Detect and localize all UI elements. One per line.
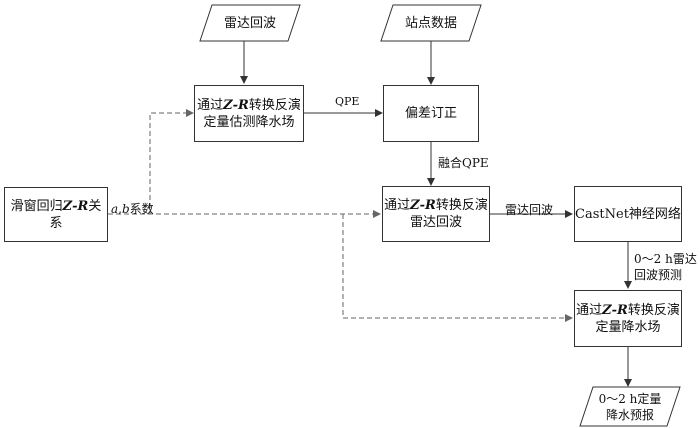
- zr-qpe-text-prefix: 通过: [197, 97, 224, 113]
- station-data-input-label: 站点数据: [404, 15, 457, 31]
- zr-forecast-text-zr: Z-R: [602, 302, 628, 318]
- forecast-output-label: 0～2 h定量 降水预报: [598, 391, 662, 422]
- edge-label-fused-qpe: 融合QPE: [438, 156, 489, 170]
- castnet-label: CastNet神经网络: [575, 206, 681, 222]
- radar-echo-input: 雷达回波: [200, 5, 300, 41]
- zr-forecast-text-line2: 定量降水场: [595, 319, 661, 335]
- zr-forecast-box: 通过Z-R转换反演 定量降水场: [574, 290, 682, 347]
- sliding-text-zr: Z-R: [62, 198, 89, 214]
- zr-qpe-text-line2: 定量估测降水场: [203, 114, 295, 130]
- zr-forecast-text-prefix: 通过: [576, 302, 603, 318]
- zr-qpe-text-suffix: 转换反演: [248, 97, 301, 113]
- forecast-output: 0～2 h定量 降水预报: [582, 387, 678, 426]
- edge-label-echo-forecast: 0～2 h雷达 回波预测: [634, 252, 697, 282]
- zr-echo-text-suffix: 转换反演: [435, 198, 488, 213]
- edge-label-b: b: [121, 202, 130, 216]
- sliding-text-prefix: 滑窗回归: [10, 198, 63, 214]
- edge-sliding-to-zrforecast-dashed: [342, 214, 573, 322]
- edge-label-a: a: [111, 202, 119, 216]
- bias-correction-box: 偏差订正: [383, 85, 479, 142]
- zr-qpe-text-zr: Z-R: [223, 97, 249, 113]
- station-data-input: 站点数据: [381, 5, 481, 41]
- zr-echo-text-prefix: 通过: [384, 198, 411, 213]
- bias-correction-label: 偏差订正: [404, 106, 457, 121]
- zr-echo-box: 通过Z-R转换反演 雷达回波: [382, 186, 490, 242]
- edge-label-ab-coefficients: a,b系数: [111, 200, 154, 217]
- sliding-text-suffix: 关系: [49, 198, 102, 231]
- edge-label-qpe: QPE: [335, 95, 360, 108]
- zr-echo-text-line2: 雷达回波: [409, 215, 462, 230]
- radar-echo-input-shape: [199, 4, 301, 42]
- zr-echo-text-zr: Z-R: [410, 198, 436, 213]
- zr-forecast-text-suffix: 转换反演: [627, 302, 680, 318]
- edge-label-comma: ,: [118, 202, 122, 216]
- radar-echo-input-label: 雷达回波: [223, 15, 276, 31]
- edge-label-radar-echo: 雷达回波: [505, 203, 554, 217]
- edge-sliding-to-zrqpe-dashed: [108, 109, 194, 215]
- station-data-input-shape: [380, 4, 482, 42]
- zr-qpe-box: 通过Z-R转换反演 定量估测降水场: [194, 85, 304, 142]
- castnet-box: CastNet神经网络: [574, 186, 682, 242]
- edge-label-coeff-text: 系数: [129, 202, 154, 216]
- sliding-regression-box: 滑窗回归Z-R关系: [4, 187, 108, 242]
- forecast-output-shape: [579, 386, 681, 427]
